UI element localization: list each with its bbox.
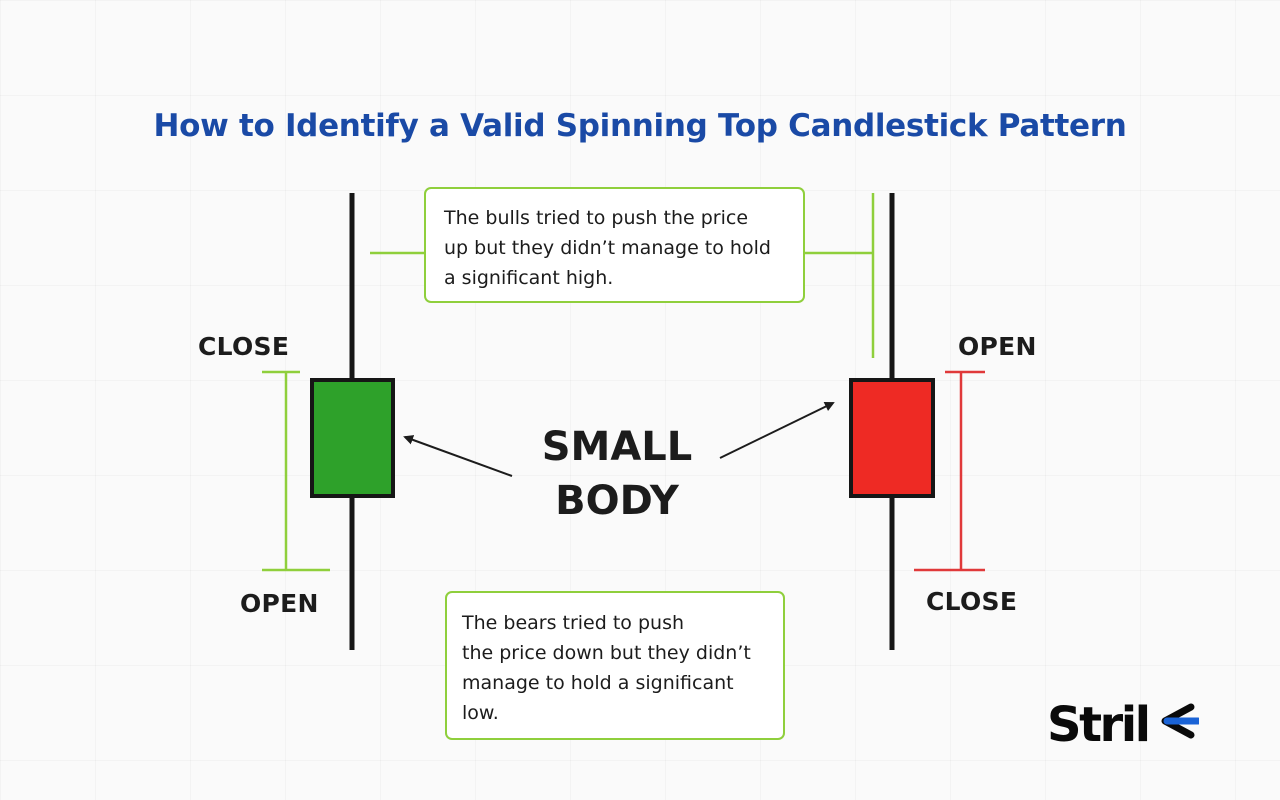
arrow-to-bearish-body	[719, 402, 835, 459]
bulls-callout-line: a significant high.	[444, 267, 614, 289]
bears-callout: The bears tried to push the price down b…	[445, 591, 785, 740]
bullish-open-label: OPEN	[240, 589, 319, 618]
bears-callout-line: manage to hold a significant	[462, 672, 734, 694]
arrow-e-logo-icon	[1151, 701, 1202, 750]
bears-callout-line: the price down but they didn’t	[462, 642, 751, 664]
bearish-body	[849, 378, 935, 498]
page-title: How to Identify a Valid Spinning Top Can…	[153, 108, 1127, 144]
bullish-range-bracket	[262, 370, 330, 572]
strike-logo: Stril	[1047, 693, 1202, 757]
bulls-callout-line: up but they didn’t manage to hold	[444, 237, 771, 259]
small-body-line-2: BODY	[555, 478, 679, 524]
bulls-callout-line: The bulls tried to push the price	[444, 207, 749, 229]
bullish-candle	[310, 193, 395, 650]
bearish-close-label: CLOSE	[926, 587, 1018, 616]
bearish-candle	[849, 193, 935, 650]
small-body-line-1: SMALL	[541, 424, 693, 470]
bears-callout-line: low.	[462, 702, 499, 724]
arrow-to-bullish-body	[403, 435, 513, 477]
small-body-label: SMALL BODY	[517, 420, 717, 528]
bearish-range-bracket	[914, 370, 985, 572]
bears-callout-line: The bears tried to push	[462, 612, 685, 634]
logo-wordmark: Stril	[1047, 697, 1151, 753]
bullish-body	[310, 378, 395, 498]
bullish-close-label: CLOSE	[198, 332, 290, 361]
bearish-open-label: OPEN	[958, 332, 1037, 361]
top-callout-connectors	[370, 193, 875, 358]
bulls-callout: The bulls tried to push the price up but…	[424, 187, 805, 303]
